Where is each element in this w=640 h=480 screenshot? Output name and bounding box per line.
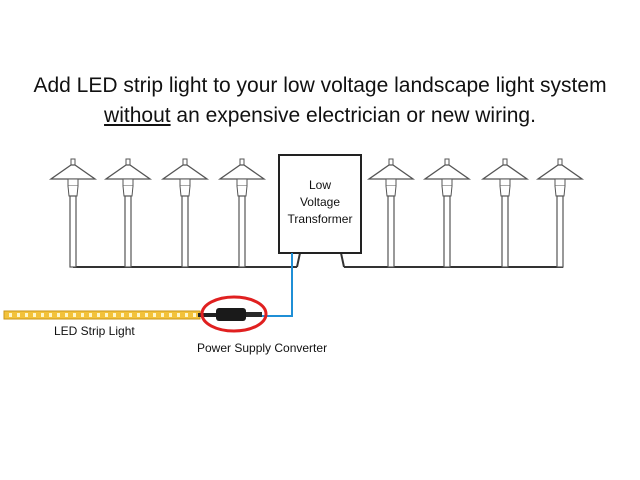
led-chip (177, 313, 180, 317)
led-chip (17, 313, 20, 317)
converter-lead (198, 313, 218, 317)
led-chip (113, 313, 116, 317)
led-chip (97, 313, 100, 317)
transformer-right-lead (334, 252, 345, 268)
led-chip (129, 313, 132, 317)
led-chip (161, 313, 164, 317)
transformer-label-line-2: Voltage (299, 195, 341, 209)
converter-highlight-circle (200, 295, 268, 333)
led-chip (81, 313, 84, 317)
led-chip (41, 313, 44, 317)
led-chip (89, 313, 92, 317)
converter-plug (246, 312, 262, 317)
led-chip (65, 313, 68, 317)
led-chip (33, 313, 36, 317)
converter-label: Power Supply Converter (197, 341, 328, 355)
path-light (160, 158, 210, 268)
led-chip (57, 313, 60, 317)
transformer-box (278, 154, 362, 254)
path-light (480, 158, 530, 268)
led-chip (73, 313, 76, 317)
led-chip (105, 313, 108, 317)
path-light (217, 158, 267, 268)
led-chip (25, 313, 28, 317)
led-strip-label: LED Strip Light (54, 324, 135, 338)
transformer-label-line-3: Transformer (287, 212, 353, 226)
led-chip (185, 313, 188, 317)
headline-line-2: without an expensive electrician or new … (0, 101, 640, 131)
path-light (422, 158, 472, 268)
transformer-left-lead (296, 252, 307, 268)
led-chip (49, 313, 52, 317)
path-light (103, 158, 153, 268)
path-light (48, 158, 98, 268)
led-chip (193, 313, 196, 317)
path-light (535, 158, 585, 268)
headline-emphasis: without (104, 104, 171, 127)
transformer-label: Low Voltage Transformer (279, 177, 361, 228)
converter-body (216, 308, 246, 321)
transformer-label-line-1: Low (308, 178, 331, 192)
led-chip (9, 313, 12, 317)
converter-wire (262, 253, 293, 317)
led-chip (121, 313, 124, 317)
path-light (366, 158, 416, 268)
led-chip (169, 313, 172, 317)
led-chip (145, 313, 148, 317)
headline-line-1: Add LED strip light to your low voltage … (33, 74, 607, 97)
led-chip (137, 313, 140, 317)
led-chip (153, 313, 156, 317)
headline-rest: an expensive electrician or new wiring. (170, 104, 536, 127)
